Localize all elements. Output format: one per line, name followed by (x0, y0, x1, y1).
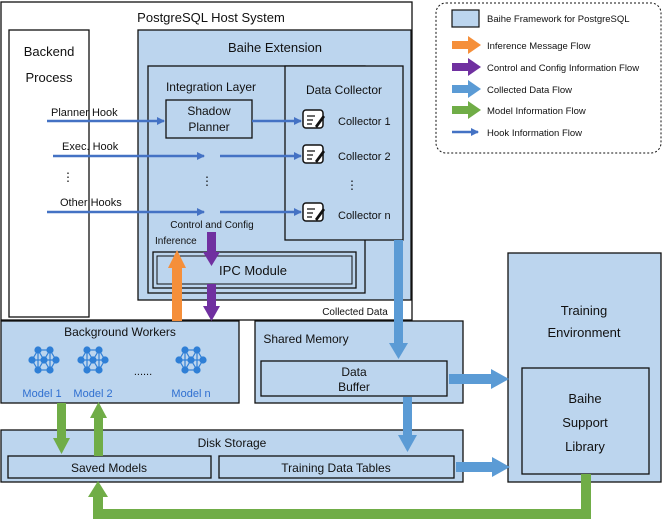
inference-flow-arrow (168, 250, 186, 321)
control-config-label: Control and Config (170, 220, 253, 231)
ipc-module-inner (156, 255, 353, 285)
baihe-support-library-box (521, 367, 650, 475)
shadow-planner-label-2: Planner (188, 120, 229, 134)
buffer-to-tables-arrow (398, 397, 417, 452)
integration-layer-title: Integration Layer (166, 80, 256, 94)
support-library-label-2: Support (562, 415, 608, 430)
disk-storage-title: Disk Storage (198, 436, 267, 450)
training-data-tables-label: Training Data Tables (281, 461, 390, 475)
data-buffer-label-2: Buffer (338, 380, 370, 394)
ipc-module-box (152, 251, 357, 289)
legend-framework-swatch (451, 9, 480, 28)
hooks-ellipsis: ⋮ (62, 170, 74, 184)
data-collector-title: Data Collector (306, 83, 382, 97)
control-flow-arrow-bottom (203, 284, 220, 321)
legend-control-label: Control and Config Information Flow (487, 63, 639, 74)
model-1-network-icon (28, 346, 60, 374)
control-flow-arrow-top (203, 232, 220, 266)
inference-label: Inference (155, 236, 197, 247)
backend-process-box (8, 29, 90, 318)
legend-model-arrow (452, 101, 481, 119)
legend-inference-label: Inference Message Flow (487, 41, 591, 52)
legend-control-arrow (452, 58, 481, 76)
backend-label-2: Process (26, 70, 73, 85)
other-hooks-label: Other Hooks (60, 197, 122, 209)
shadow-planner-box (165, 99, 253, 139)
collector-1-label: Collector 1 (338, 116, 391, 128)
legend-model-label: Model Information Flow (487, 106, 586, 117)
legend-collected-arrow (452, 80, 481, 98)
collector-1-icon (302, 109, 325, 129)
buffer-to-training-arrow (449, 369, 509, 389)
model-save-flow-arrow (53, 403, 70, 454)
model-2-label: Model 2 (73, 388, 112, 400)
training-data-tables-box (218, 455, 455, 479)
saved-models-box (7, 455, 212, 479)
legend-collected-label: Collected Data Flow (487, 85, 572, 96)
tables-to-training-arrow (456, 457, 510, 477)
planner-hook-label: Planner Hook (51, 107, 118, 119)
legend-framework-label: Baihe Framework for PostgreSQL (487, 14, 630, 25)
collector-2-icon (302, 144, 325, 164)
collector-n-label: Collector n (338, 210, 391, 222)
legend-hook-label: Hook Information Flow (487, 128, 582, 139)
collected-data-label: Collected Data (322, 307, 388, 318)
background-workers-box (0, 320, 240, 404)
backend-label-1: Backend (24, 44, 75, 59)
collector-n-icon (302, 202, 325, 222)
baihe-extension-title: Baihe Extension (228, 40, 322, 55)
shadow-planner-label-1: Shadow (187, 104, 231, 118)
shared-memory-title: Shared Memory (263, 332, 348, 346)
collector-ellipsis: ⋮ (346, 178, 358, 192)
support-library-label-3: Library (565, 439, 605, 454)
legend-inference-arrow (452, 36, 481, 54)
data-buffer-label-1: Data (341, 365, 367, 379)
model-n-network-icon (175, 346, 207, 374)
collector-2-label: Collector 2 (338, 151, 391, 163)
legend-box (435, 2, 662, 154)
background-workers-title: Background Workers (64, 325, 176, 339)
models-ellipsis: ...... (134, 366, 152, 378)
host-system-title: PostgreSQL Host System (137, 10, 285, 25)
training-environment-label-2: Environment (548, 325, 621, 340)
model-2-network-icon (77, 346, 109, 374)
model-load-flow-arrow (90, 402, 107, 456)
exec-hook-label: Exec. Hook (62, 141, 119, 153)
model-update-loop-arrow (88, 474, 591, 519)
model-n-label: Model n (171, 388, 210, 400)
support-library-label-1: Baihe (568, 391, 601, 406)
training-environment-label-1: Training (561, 303, 607, 318)
integration-ellipsis: ⋮ (201, 174, 213, 188)
collected-data-flow-arrow (389, 240, 408, 359)
ipc-module-label: IPC Module (219, 263, 287, 278)
data-buffer-box (260, 360, 448, 397)
saved-models-label: Saved Models (71, 461, 147, 475)
model-1-label: Model 1 (22, 388, 61, 400)
